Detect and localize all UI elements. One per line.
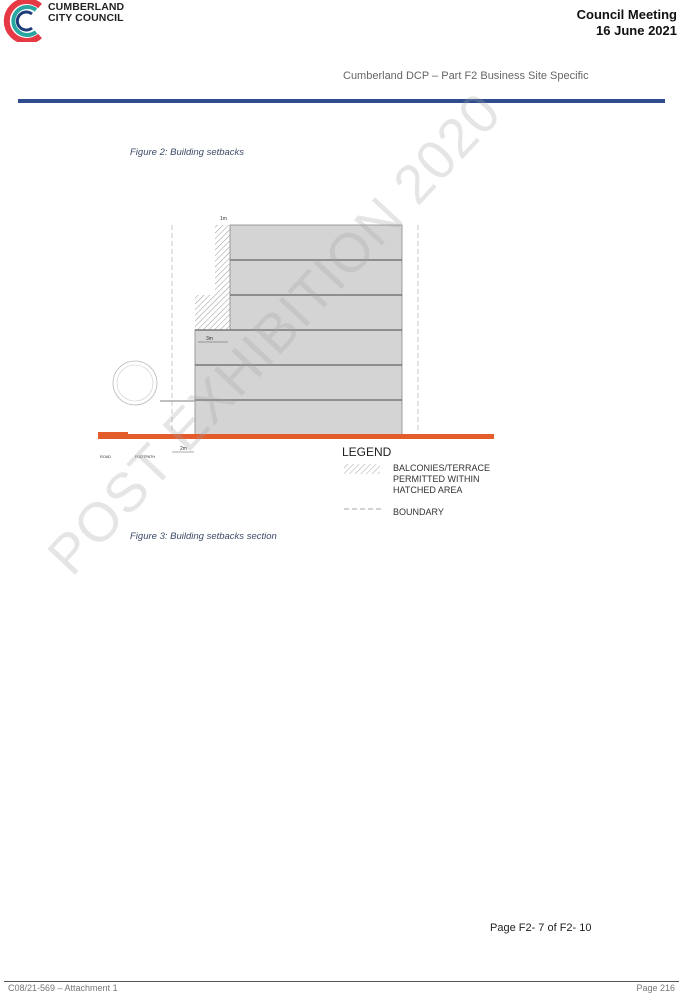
street-tree-icon: [112, 360, 158, 406]
dim-3m: 3m: [206, 336, 213, 342]
legend-boundary-swatch: [344, 508, 382, 510]
floor-slabs: [195, 259, 402, 401]
floor-3: [194, 329, 403, 366]
road-label: ROAD: [100, 455, 111, 459]
meeting-date: 16 June 2021: [596, 23, 677, 38]
council-logo-text: CUMBERLAND CITY COUNCIL: [48, 2, 124, 24]
mid-balcony-hatch: [195, 295, 230, 330]
dim-1m: 1m: [220, 216, 227, 222]
meeting-info: Council Meeting 16 June 2021: [577, 7, 677, 39]
floor-2: [194, 364, 403, 401]
legend-hatched-label: BALCONIES/TERRACE PERMITTED WITHIN HATCH…: [393, 463, 491, 495]
legend-hatch-swatch: [344, 464, 380, 474]
floor-6: [229, 224, 403, 261]
page-number: Page F2- 7 of F2- 10: [490, 922, 592, 934]
figure-3-caption: Figure 3: Building setbacks section: [130, 531, 277, 542]
figure-2-caption: Figure 2: Building setbacks: [130, 147, 245, 158]
building-setback-diagram: 1m 3m 2m ROAD FOOTPATH: [98, 216, 494, 459]
dim-2m: 2m: [180, 446, 187, 452]
footer-left-text: C08/21-569 – Attachment 1: [8, 983, 118, 993]
council-logo: CUMBERLAND CITY COUNCIL: [0, 0, 140, 44]
meeting-title: Council Meeting: [576, 7, 677, 22]
logo-line-1: CUMBERLAND: [48, 1, 125, 13]
footpath-label: FOOTPATH: [135, 455, 155, 459]
footer-rule: [4, 981, 679, 982]
upper-balcony-hatch: [215, 225, 230, 295]
document-title: Cumberland DCP – Part F2 Business Site S…: [343, 70, 589, 82]
legend-boundary-label: BOUNDARY: [393, 507, 444, 517]
council-logo-icon: [3, 0, 42, 44]
footer-right-text: Page 216: [636, 983, 675, 993]
logo-line-2: CITY COUNCIL: [48, 12, 124, 24]
legend-title: LEGEND: [342, 445, 392, 459]
floor-4: [229, 294, 403, 331]
header-rule: [18, 99, 665, 103]
floor-5: [229, 259, 403, 296]
ground-line: [98, 434, 494, 439]
